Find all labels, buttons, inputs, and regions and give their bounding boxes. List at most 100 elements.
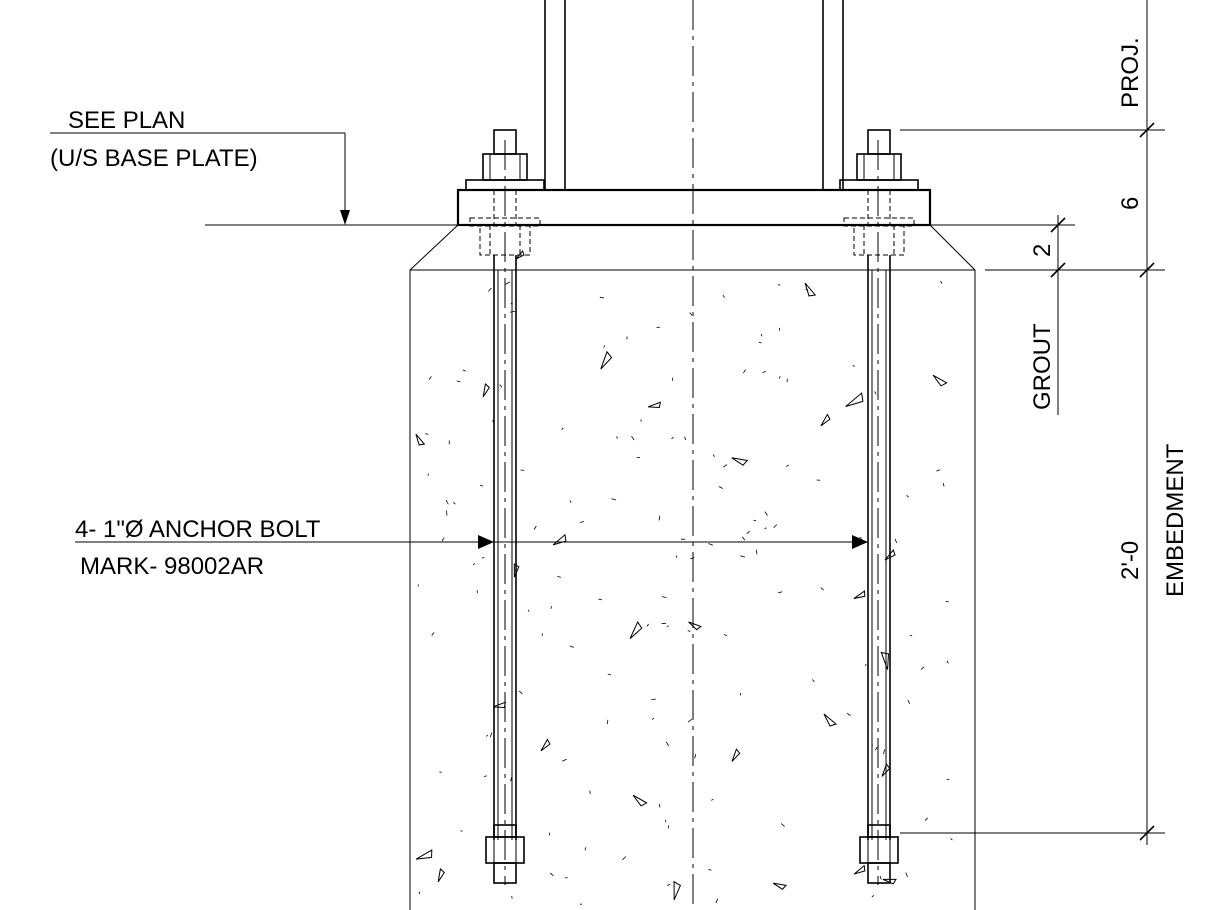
see-plan-label: SEE PLAN	[68, 107, 185, 134]
concrete-speck	[631, 435, 635, 441]
concrete-speck	[427, 473, 429, 476]
aggregate-mark	[884, 548, 896, 561]
concrete-speck	[599, 296, 605, 299]
concrete-speck	[687, 718, 692, 723]
concrete-speck	[694, 753, 697, 759]
concrete-speck	[428, 376, 432, 381]
mark-label: MARK- 98002AR	[80, 553, 264, 580]
aggregate-mark	[629, 621, 643, 639]
concrete-speck	[445, 499, 449, 505]
aggregate-mark	[515, 249, 525, 260]
concrete-speck	[425, 432, 429, 435]
concrete-speck	[871, 895, 875, 898]
concrete-speck	[615, 436, 619, 439]
aggregate-mark	[415, 849, 433, 860]
concrete-speck	[579, 521, 584, 523]
concrete-speck	[533, 525, 537, 530]
concrete-speck	[510, 302, 513, 305]
concrete-speck	[658, 515, 661, 521]
aggregate-mark	[415, 433, 426, 446]
aggregate-mark	[820, 413, 831, 427]
concrete-speck	[950, 838, 953, 841]
concrete-speck	[476, 590, 478, 593]
concrete-speck	[883, 749, 885, 755]
concrete-speck	[874, 746, 878, 751]
concrete-speck	[446, 510, 448, 516]
aggregate-mark	[731, 457, 749, 466]
steel-column	[544, 0, 844, 191]
concrete-speck	[758, 341, 762, 344]
aggregate-mark	[540, 738, 551, 752]
concrete-speck	[489, 732, 493, 738]
anchor-bolt-callout: 4- 1"Ø ANCHOR BOLT MARK- 98002AR	[75, 516, 868, 580]
aggregate-mark	[932, 374, 948, 387]
concrete-speck	[723, 464, 728, 468]
concrete-speck	[561, 427, 564, 430]
concrete-speck	[740, 555, 746, 558]
concrete-speck	[671, 436, 674, 440]
concrete-speck	[488, 287, 492, 292]
concrete-speck	[712, 454, 715, 457]
concrete-speck	[646, 623, 649, 627]
dim-6-label: 6	[1117, 197, 1144, 210]
grout-pad	[409, 224, 976, 271]
concrete-speck	[711, 798, 714, 801]
aggregate-mark	[882, 878, 897, 885]
aggregate-mark	[600, 350, 613, 370]
aggregate-mark	[881, 763, 891, 777]
aggregate-mark	[853, 864, 866, 875]
concrete-speck	[441, 537, 445, 542]
concrete-speck	[484, 775, 487, 778]
concrete-speck	[462, 369, 466, 372]
concrete-speck	[584, 847, 587, 851]
concrete-speck	[753, 519, 757, 522]
base-plate	[456, 188, 932, 227]
concrete-hatch	[415, 249, 953, 905]
concrete-speck	[622, 856, 627, 861]
concrete-speck	[743, 369, 746, 374]
concrete-speck	[874, 391, 877, 395]
concrete-speck	[541, 633, 544, 636]
concrete-speck	[786, 464, 789, 468]
aggregate-mark	[853, 590, 866, 600]
concrete-speck	[940, 280, 943, 284]
concrete-speck	[485, 734, 489, 737]
concrete-speck	[946, 660, 949, 664]
aggregate-mark	[845, 392, 864, 407]
concrete-speck	[846, 712, 851, 716]
concrete-speck	[666, 884, 671, 886]
concrete-speck	[879, 876, 882, 880]
aggregate-mark	[880, 651, 890, 670]
concrete-speck	[598, 598, 603, 601]
dim-2-0-label: 2'-0	[1117, 541, 1144, 580]
concrete-speck	[708, 543, 713, 546]
concrete-speck	[499, 384, 503, 388]
concrete-speck	[852, 365, 855, 367]
aggregate-mark	[772, 882, 787, 890]
concrete-speck	[894, 538, 898, 544]
concrete-speck	[603, 345, 606, 348]
concrete-speck	[569, 645, 574, 648]
concrete-speck	[505, 281, 511, 285]
aggregate-mark	[804, 282, 817, 297]
anchor-bolt-label: 4- 1"Ø ANCHOR BOLT	[75, 516, 321, 543]
aggregate-mark	[552, 533, 567, 546]
aggregate-mark	[437, 868, 445, 883]
concrete-speck	[460, 830, 463, 832]
concrete-speck	[780, 823, 785, 827]
concrete-speck	[722, 294, 725, 298]
concrete-speck	[920, 666, 925, 670]
concrete-speck	[611, 498, 617, 501]
concrete-speck	[418, 891, 421, 895]
concrete-speck	[723, 634, 728, 637]
concrete-speck	[762, 371, 767, 373]
concrete-speck	[909, 634, 913, 637]
aggregate-mark	[492, 701, 507, 709]
concrete-speck	[550, 606, 552, 609]
concrete-speck	[687, 630, 691, 632]
concrete-speck	[924, 817, 929, 821]
embedment-label: EMBEDMENT	[1162, 443, 1189, 597]
aggregate-mark	[823, 713, 838, 727]
concrete-speck	[651, 698, 656, 701]
concrete-pier	[409, 270, 976, 910]
